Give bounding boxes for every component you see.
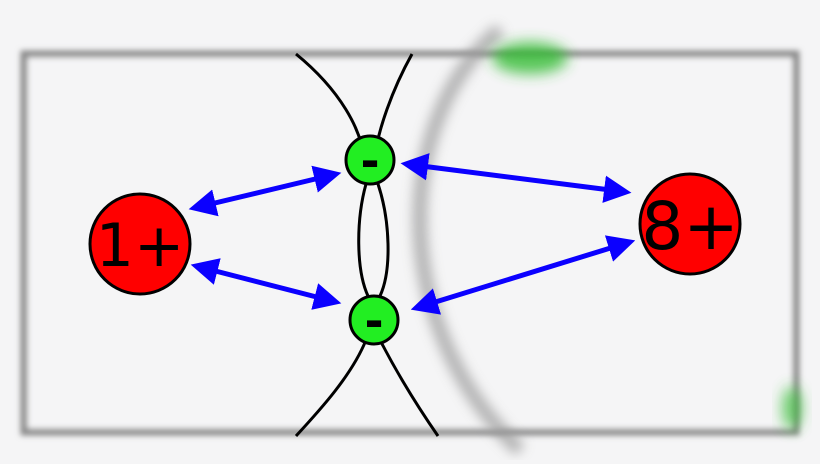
electron-top-circle	[344, 134, 396, 186]
blurred-background-arc	[412, 24, 525, 456]
nucleus-left-circle	[88, 192, 192, 296]
nucleus-left: 1+	[88, 192, 192, 296]
nucleus-right-charge: 8+	[641, 188, 738, 265]
electron-bottom-circle	[348, 294, 400, 346]
attraction-arrows	[188, 153, 636, 315]
nucleus-right: 8+	[638, 172, 742, 276]
nucleus-right-circle	[638, 172, 742, 276]
arrow-left-top	[188, 165, 342, 217]
bond-line-lower-right	[378, 339, 440, 437]
electron-bottom: -	[348, 294, 400, 348]
electron-top-charge: -	[360, 134, 379, 188]
electron-bottom-charge: -	[364, 294, 383, 348]
arrow-right-bottom	[410, 235, 636, 315]
electron-top: -	[344, 134, 396, 188]
bond-line-inner-left	[357, 183, 370, 297]
bond-line-inner-right	[376, 183, 390, 297]
arrow-right-top	[400, 153, 632, 203]
nucleus-left-charge: 1+	[96, 211, 184, 281]
blurred-green-blob-right	[782, 386, 802, 430]
bond-line-lower-left	[294, 339, 368, 438]
blurred-green-blob-top	[492, 42, 568, 74]
arrow-left-bottom	[190, 258, 342, 310]
